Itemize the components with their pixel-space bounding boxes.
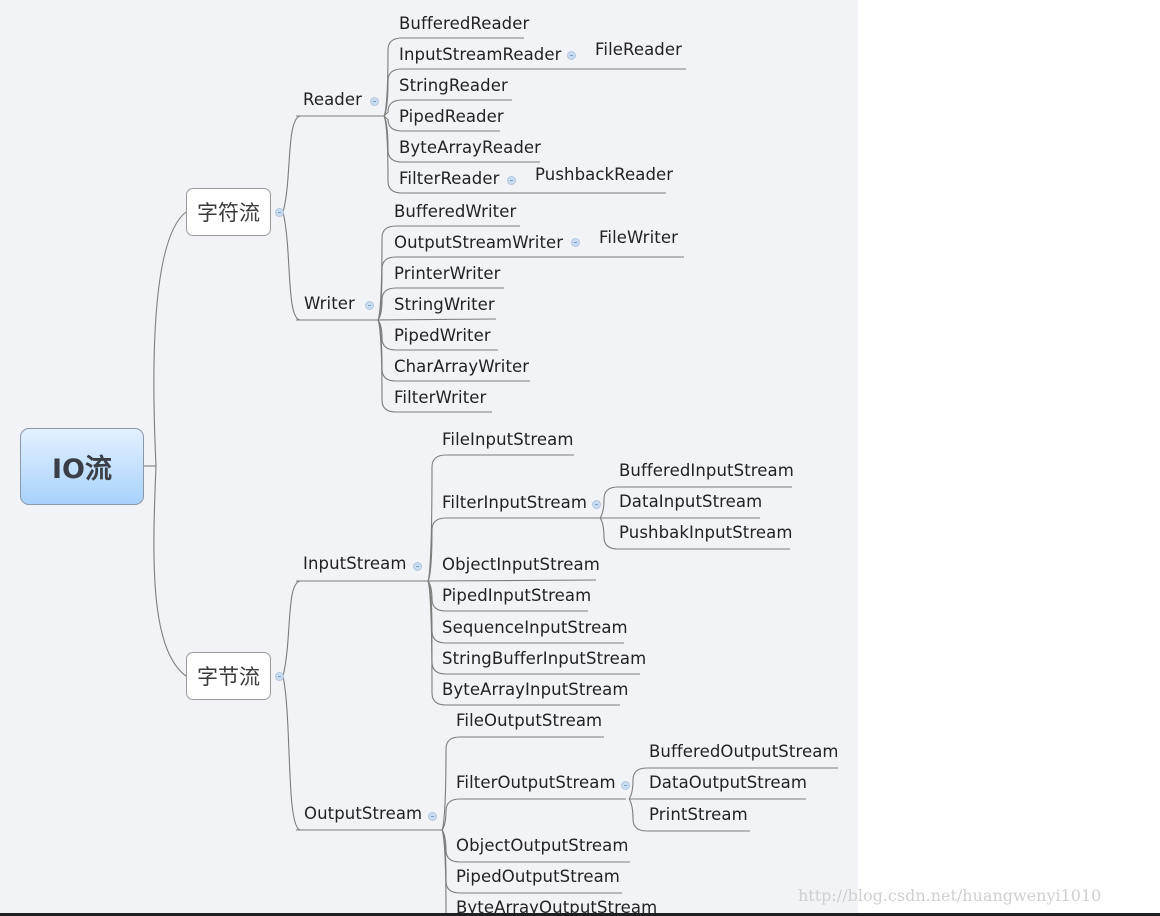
connector-char-writer <box>282 211 301 321</box>
topic-file-writer[interactable]: FileWriter <box>599 228 678 247</box>
char-stream-collapse-icon[interactable] <box>275 208 284 217</box>
connector-string-writer <box>377 318 497 321</box>
input-stream-reader-collapse-icon[interactable] <box>567 51 576 60</box>
topic-buffered-writer[interactable]: BufferedWriter <box>394 202 517 221</box>
topic-object-output-stream[interactable]: ObjectOutputStream <box>456 836 629 855</box>
connector-print-stream <box>628 798 750 832</box>
topic-piped-output-stream[interactable]: PipedOutputStream <box>456 867 620 886</box>
writer-collapse-icon[interactable] <box>365 301 374 310</box>
topic-data-input-stream[interactable]: DataInputStream <box>619 492 763 511</box>
input-stream-collapse-icon[interactable] <box>413 562 422 571</box>
topic-buffered-output-stream[interactable]: BufferedOutputStream <box>649 742 839 761</box>
output-stream-collapse-icon[interactable] <box>428 812 437 821</box>
topic-pushback-reader[interactable]: PushbackReader <box>535 165 674 184</box>
topic-print-stream[interactable]: PrintStream <box>649 805 748 824</box>
connector-printer-writer <box>377 287 504 321</box>
filter-input-stream-collapse-icon[interactable] <box>592 500 601 509</box>
bottom-bar <box>0 913 1160 916</box>
connector-lines <box>144 37 838 913</box>
topic-piped-writer[interactable]: PipedWriter <box>394 326 491 345</box>
topic-object-input-stream[interactable]: ObjectInputStream <box>442 555 600 574</box>
connector-filter-writer <box>377 319 492 413</box>
topic-buffered-input-stream[interactable]: BufferedInputStream <box>619 461 794 480</box>
topic-input-stream-reader[interactable]: InputStreamReader <box>399 45 562 64</box>
connector-buffered-input-stream <box>599 486 792 519</box>
topic-output-stream-writer[interactable]: OutputStreamWriter <box>394 233 564 252</box>
connector-filter-input-stream <box>427 517 600 582</box>
topic-byte-array-reader[interactable]: ByteArrayReader <box>399 138 542 157</box>
topic-file-output-stream[interactable]: FileOutputStream <box>456 711 603 730</box>
topic-filter-output-stream[interactable]: FilterOutputStream <box>456 773 616 792</box>
connector-pushbak-input-stream <box>599 517 790 550</box>
topic-string-buffer-input-stream[interactable]: StringBufferInputStream <box>442 649 647 668</box>
root-topic[interactable]: IO流 <box>20 428 144 505</box>
topic-input-stream[interactable]: InputStream <box>303 554 407 573</box>
topic-data-output-stream[interactable]: DataOutputStream <box>649 773 808 792</box>
topic-char-array-writer[interactable]: CharArrayWriter <box>394 357 530 376</box>
reader-collapse-icon[interactable] <box>370 97 379 106</box>
connector-filter-reader <box>383 115 666 194</box>
filter-output-stream-collapse-icon[interactable] <box>621 781 630 790</box>
topic-filter-writer[interactable]: FilterWriter <box>394 388 487 407</box>
connector-byte-array-output-stream <box>441 829 447 913</box>
connector-input-stream-reader <box>383 68 686 117</box>
connector-string-reader <box>383 99 512 117</box>
topic-piped-input-stream[interactable]: PipedInputStream <box>442 586 592 605</box>
connector-filter-output-stream <box>441 798 626 831</box>
topic-file-input-stream[interactable]: FileInputStream <box>442 430 574 449</box>
topic-filter-reader[interactable]: FilterReader <box>399 169 500 188</box>
topic-byte-array-output-stream[interactable]: ByteArrayOutputStream <box>456 898 658 913</box>
connector-char-reader <box>282 115 301 213</box>
topic-output-stream[interactable]: OutputStream <box>304 804 423 823</box>
watermark-text: http://blog.csdn.net/huangwenyi1010 <box>798 886 1102 905</box>
topic-pushbak-input-stream[interactable]: PushbakInputStream <box>619 523 793 542</box>
connector-byte-input <box>282 580 301 677</box>
connector-byte-output <box>282 675 301 831</box>
topic-piped-reader[interactable]: PipedReader <box>399 107 504 126</box>
topic-printer-writer[interactable]: PrinterWriter <box>394 264 501 283</box>
output-stream-writer-collapse-icon[interactable] <box>571 238 580 247</box>
connector-byte-array-input-stream <box>427 580 620 706</box>
topic-byte-array-input-stream[interactable]: ByteArrayInputStream <box>442 680 629 699</box>
connector-object-input-stream <box>427 579 597 582</box>
topic-filter-input-stream[interactable]: FilterInputStream <box>442 493 587 512</box>
topic-reader[interactable]: Reader <box>303 90 362 109</box>
topic-sequence-input-stream[interactable]: SequenceInputStream <box>442 618 628 637</box>
connector-root-byte-stream <box>153 465 187 677</box>
topic-writer[interactable]: Writer <box>304 294 355 313</box>
topic-string-reader[interactable]: StringReader <box>399 76 508 95</box>
connector-root-char-stream <box>153 211 187 467</box>
byte-stream-collapse-icon[interactable] <box>275 672 284 681</box>
main-topic-byte-stream[interactable]: 字节流 <box>186 652 271 700</box>
topic-string-writer[interactable]: StringWriter <box>394 295 495 314</box>
connector-file-output-stream <box>441 736 604 831</box>
main-topic-char-stream[interactable]: 字符流 <box>186 188 271 236</box>
topic-buffered-reader[interactable]: BufferedReader <box>399 14 530 33</box>
connector-buffered-output-stream <box>628 767 838 800</box>
topic-file-reader[interactable]: FileReader <box>595 40 683 59</box>
filter-reader-collapse-icon[interactable] <box>507 176 516 185</box>
